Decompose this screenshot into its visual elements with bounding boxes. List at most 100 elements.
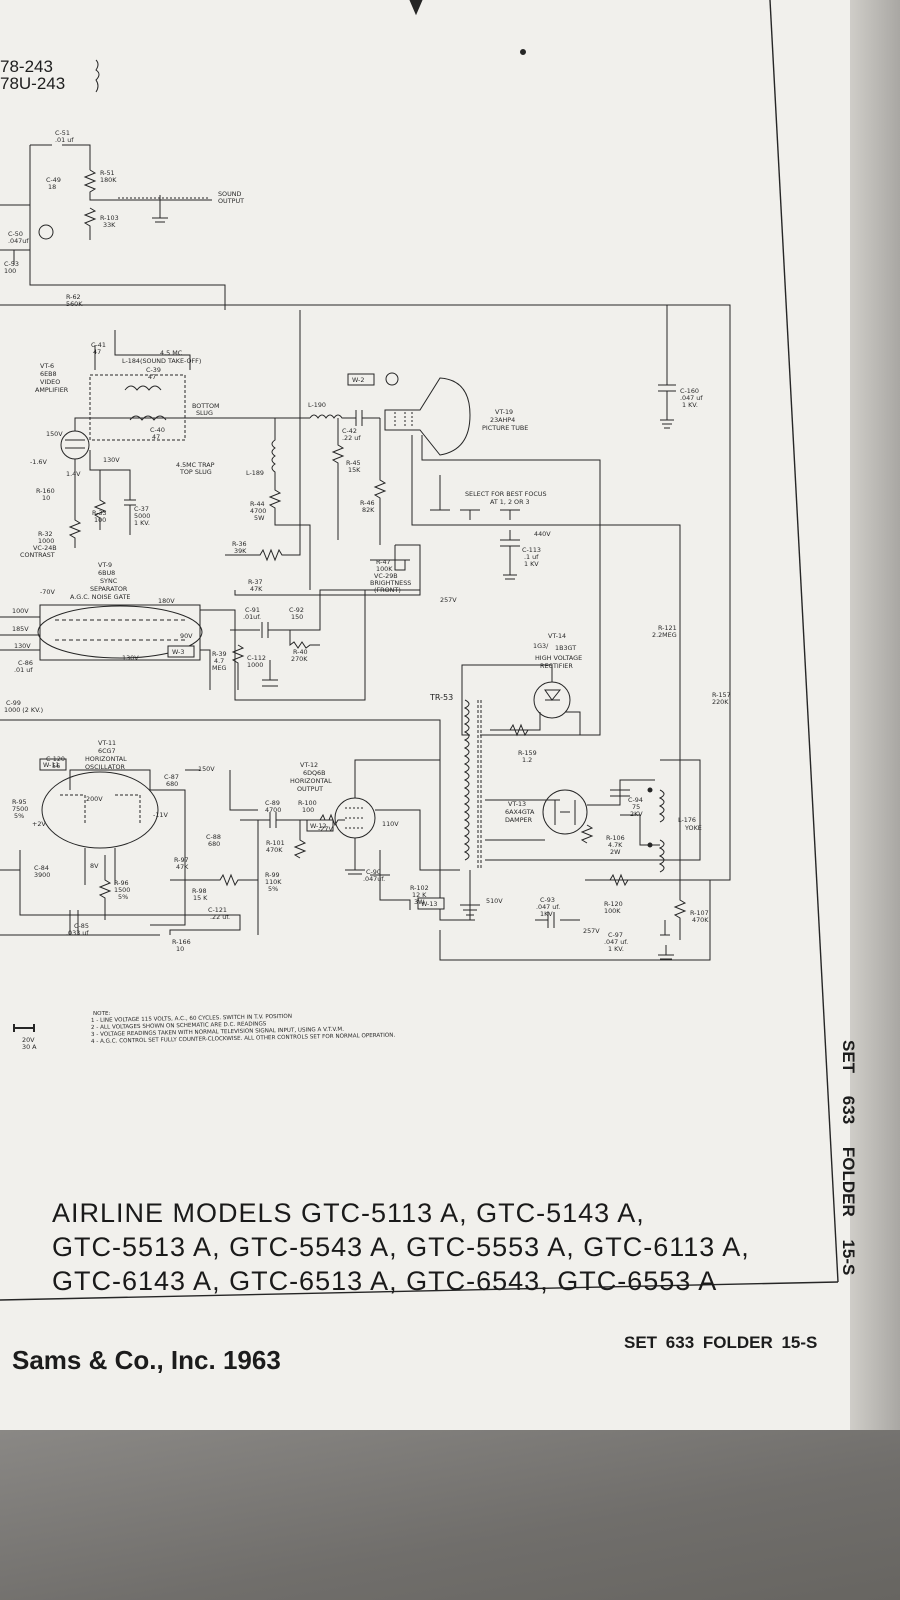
r121-b: 2.2MEG	[652, 631, 677, 639]
volt-16: +2V	[32, 820, 46, 828]
r107-a: R-107	[690, 909, 709, 917]
r99-a: R-99	[265, 871, 280, 879]
models-line-2: GTC-5513 A, GTC-5543 A, GTC-5553 A, GTC-…	[52, 1232, 750, 1262]
r166-b: 10	[176, 945, 184, 953]
focus-note-1: SELECT FOR BEST FOCUS	[465, 490, 547, 498]
volt-4: -70V	[40, 588, 55, 596]
r98-b: 15 K	[193, 894, 208, 902]
volt-13: 150V	[198, 765, 215, 773]
brightness-3: VC-29B	[374, 572, 398, 580]
yoke-label-2: YOKE	[684, 824, 702, 832]
vt13-label: VT-13	[508, 800, 526, 808]
r62-a: R-62	[66, 293, 81, 301]
volt-2: -1.6V	[30, 458, 47, 466]
r46-b: 82K	[362, 506, 375, 514]
l184: L-184	[122, 357, 140, 365]
r62-b: 560K	[66, 300, 83, 308]
c93-a: C-93	[540, 896, 555, 904]
r157-b: 220K	[712, 698, 729, 706]
tag-w13: W-13	[421, 900, 438, 908]
header-model-2: 78U-243	[0, 74, 66, 93]
c93-c: 1KV	[540, 910, 553, 918]
c91-a: C-91	[245, 606, 260, 614]
c97-b: .047 uf.	[604, 938, 628, 946]
c41-a: C-41	[91, 341, 106, 349]
header-model-numbers: 78-243 78U-243	[0, 58, 65, 92]
c88-b: 680	[208, 840, 220, 848]
fuse-rating-2: 30 A	[22, 1043, 37, 1051]
r39-a: R-39	[212, 650, 227, 658]
vt9-func-1: SYNC	[100, 577, 118, 585]
r103-b: 33K	[103, 221, 116, 229]
tag-w2: W-2	[352, 376, 364, 384]
r46-a: R-46	[360, 499, 375, 507]
c90-a: C-90	[366, 868, 381, 876]
r102-c: 3W	[414, 898, 425, 906]
r96-a: R-96	[114, 879, 129, 887]
vt19-type: 23AHP4	[490, 416, 515, 424]
c121-a: C-121	[208, 906, 227, 914]
schematic-sheet	[0, 0, 870, 1430]
vt19-func: PICTURE TUBE	[482, 424, 528, 432]
waveform-tags: W-2 W-3 W-11 W-12 W-13	[43, 376, 438, 908]
c88-a: C-88	[206, 833, 221, 841]
r107-b: 470K	[692, 916, 709, 924]
r96-b: 1500	[114, 886, 130, 894]
contrast-3: VC-24B	[33, 544, 57, 552]
c41-b: 47	[93, 348, 101, 356]
r95-c: 5%	[14, 812, 24, 820]
bottom-slug-1: BOTTOM	[192, 402, 220, 410]
tag-w12: W-12	[310, 822, 327, 830]
vt11-func-2: OSCILLATOR	[85, 763, 126, 771]
c112-b: 1000	[247, 661, 263, 669]
vt11-label: VT-11	[98, 739, 116, 747]
sound-takeoff-1: 4.5 MC	[160, 349, 183, 357]
c160-a: C-160	[680, 387, 699, 395]
yoke-label-1: L-176	[678, 816, 696, 824]
r100-b: 100	[302, 806, 314, 814]
c89-b: 4700	[265, 806, 281, 814]
r97-b: 47K	[176, 863, 189, 871]
r96-c: 5%	[118, 893, 128, 901]
r36-a: R-36	[232, 540, 247, 548]
c92-a: C-92	[289, 606, 304, 614]
l190: L-190	[308, 401, 326, 409]
r159-b: 1.2	[522, 756, 532, 764]
r51-a: R-51	[100, 169, 115, 177]
r103-a: R-103	[100, 214, 119, 222]
models-line-3: GTC-6143 A, GTC-6513 A, GTC-6543, GTC-65…	[52, 1266, 718, 1296]
c40-b: 47	[152, 433, 160, 441]
r95-a: R-95	[12, 798, 27, 806]
note-line-1: 1 - LINE VOLTAGE 115 VOLTS, A.C., 60 CYC…	[91, 1014, 292, 1024]
tr53-label: TR-53	[429, 693, 453, 702]
c87-a: C-87	[164, 773, 179, 781]
r36-b: 39K	[234, 547, 247, 555]
c37-b: 5000	[134, 512, 150, 520]
r97-a: R-97	[174, 856, 189, 864]
contrast-4: CONTRAST	[20, 551, 55, 559]
vt9-label: VT-9	[98, 561, 112, 569]
c120-a: C-120	[46, 755, 65, 763]
r102-b: 12 K	[412, 891, 427, 899]
r33-b: 100	[94, 516, 106, 524]
c84-b: 3900	[34, 871, 50, 879]
r33-a: R-33	[92, 509, 107, 517]
c40-a: C-40	[150, 426, 165, 434]
c50-b: .047uf	[8, 237, 29, 245]
c51-b: .01 uf	[55, 136, 74, 144]
vt12-func-2: OUTPUT	[297, 785, 323, 793]
vt6-type: 6EB8	[40, 370, 57, 378]
r160-a: R-160	[36, 487, 55, 495]
sheet-edge-shadow	[850, 0, 900, 1430]
c84-a: C-84	[34, 864, 49, 872]
part-labels: C-51 .01 uf R-51 180K C-49 18 R-103 33K …	[4, 129, 731, 953]
c94-a: C-94	[628, 796, 643, 804]
vt14-func-2: RECTIFIER	[540, 662, 573, 670]
volt-0: 150V	[46, 430, 63, 438]
r39-c: MEG	[212, 664, 227, 672]
r99-b: 110K	[265, 878, 282, 886]
volt-17: 8V	[90, 862, 99, 870]
l189: L-189	[246, 469, 264, 477]
r37-a: R-37	[248, 578, 263, 586]
vt14-type-1: 1G3/	[533, 642, 549, 650]
